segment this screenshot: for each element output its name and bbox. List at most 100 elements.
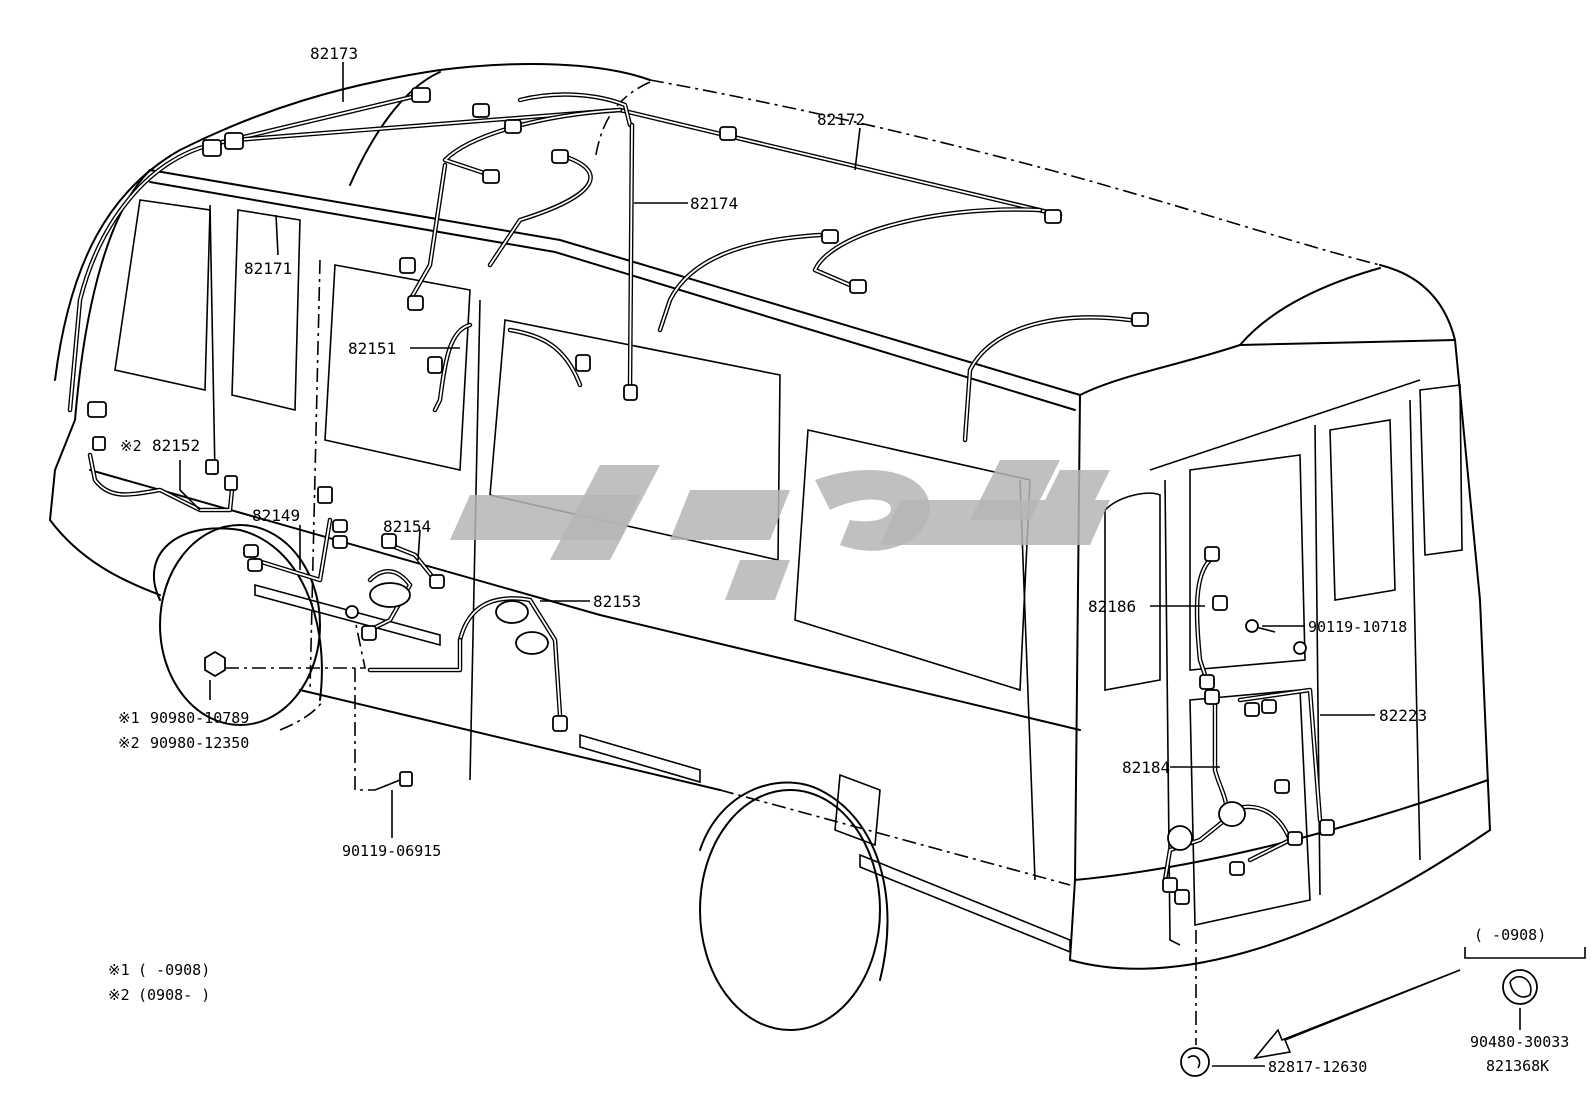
label-82171: 82171 — [244, 259, 292, 278]
trim-strip-1 — [254, 583, 441, 647]
vehicle-body — [49, 63, 1491, 1031]
connector — [411, 87, 431, 103]
side-belt-line — [89, 469, 1081, 731]
connector — [1274, 779, 1290, 794]
connector — [202, 139, 222, 157]
connector — [1204, 546, 1220, 562]
connector — [332, 535, 348, 549]
harness-roof-branch-c — [657, 232, 823, 333]
bracket-date-note: ( -0908) — [1474, 926, 1546, 944]
label-82184: 82184 — [1122, 758, 1170, 777]
grommet-82817-12630 — [1180, 1047, 1210, 1077]
labels: 82173 82172 82174 82171 82151 ※2 82152 8… — [108, 44, 1569, 1076]
arrow — [1253, 969, 1461, 1060]
connector — [429, 574, 445, 589]
connector — [821, 229, 839, 244]
connector — [247, 558, 263, 572]
label-82154: 82154 — [383, 517, 431, 536]
connector — [623, 384, 638, 401]
hex-plug — [204, 650, 226, 678]
label-82151: 82151 — [348, 339, 396, 358]
connector-grommet — [1167, 825, 1193, 851]
window-1 — [231, 209, 301, 412]
harness-side-lower — [367, 637, 463, 673]
rear-upper — [1079, 339, 1456, 396]
rear-window-right — [1329, 419, 1396, 601]
roof-rail-lower — [149, 181, 1076, 411]
illustration-code: 821368K — [1486, 1057, 1549, 1075]
rear-bumper-top — [1074, 779, 1489, 881]
window-front — [114, 199, 211, 391]
rear-door-panel — [1189, 689, 1311, 926]
label-82149: 82149 — [252, 506, 300, 525]
label-82817-12630: 82817-12630 — [1268, 1058, 1367, 1076]
label-82152: 82152 — [152, 436, 200, 455]
leader-lines — [179, 62, 1586, 1067]
connector — [92, 436, 106, 451]
connector — [472, 103, 490, 118]
connector — [205, 459, 219, 475]
note-1-text: ( -0908) — [138, 961, 210, 979]
connector — [1162, 877, 1178, 893]
label-90980-12350: 90980-12350 — [150, 734, 249, 752]
connector — [1261, 699, 1277, 714]
mark-2: ※2 — [118, 734, 140, 752]
connector — [224, 132, 244, 150]
connector — [849, 279, 867, 294]
label-82174: 82174 — [690, 194, 738, 213]
label-90119-06915: 90119-06915 — [342, 842, 441, 860]
roof-left-edge — [649, 79, 1381, 266]
label-82172: 82172 — [817, 110, 865, 129]
mark-1: ※1 — [118, 709, 140, 727]
harness-82172 — [232, 107, 1063, 218]
connector — [1199, 674, 1215, 690]
ground-point — [345, 605, 359, 619]
label-82173: 82173 — [310, 44, 358, 63]
connector — [1319, 819, 1335, 836]
rear-wheel-arch — [699, 781, 889, 981]
connector — [1044, 209, 1062, 224]
connector — [361, 625, 377, 641]
note-1-mark: ※1 — [108, 961, 130, 979]
trim-strip-3 — [859, 853, 1071, 954]
harness-front-left — [67, 142, 213, 413]
front-wheel — [159, 524, 321, 726]
connector — [552, 715, 568, 732]
harness-roof-branch-b — [812, 207, 1043, 288]
roof-rib-2 — [594, 81, 651, 161]
connector — [1174, 889, 1190, 905]
door-line-2 — [309, 259, 321, 691]
label-82186: 82186 — [1088, 597, 1136, 616]
label-82223: 82223 — [1379, 706, 1427, 725]
harness-82184 — [1162, 697, 1229, 883]
connector — [719, 126, 737, 141]
rear-door-frame-right — [1409, 399, 1421, 861]
connector — [1244, 702, 1260, 717]
connector — [575, 354, 591, 372]
connector-grommet — [515, 631, 549, 655]
connector-grommet — [1218, 801, 1246, 827]
fuel-lid — [834, 773, 881, 847]
roof-front-edge — [54, 63, 651, 381]
note-2-text: (0908- ) — [138, 986, 210, 1004]
roof-rib-3 — [1239, 267, 1381, 346]
harness-window-3-top — [507, 327, 583, 388]
connector-grommet — [495, 600, 529, 624]
connector — [504, 119, 522, 134]
label-90480-30033: 90480-30033 — [1470, 1033, 1569, 1051]
rear-wheel — [699, 789, 881, 1031]
window-2 — [324, 264, 471, 471]
connector — [399, 257, 416, 274]
note-2-mark: ※2 — [108, 986, 130, 1004]
side-lower-line — [299, 689, 721, 791]
harness-roof-branch-d — [962, 315, 1133, 443]
bolt-90119-10718 — [1245, 619, 1307, 655]
connector — [224, 475, 238, 491]
connector — [243, 544, 259, 558]
wire-harnesses — [67, 92, 1323, 883]
connector — [427, 356, 443, 374]
connector-grommet — [369, 582, 411, 608]
connector — [332, 519, 348, 533]
rear-window-left — [1104, 492, 1161, 691]
